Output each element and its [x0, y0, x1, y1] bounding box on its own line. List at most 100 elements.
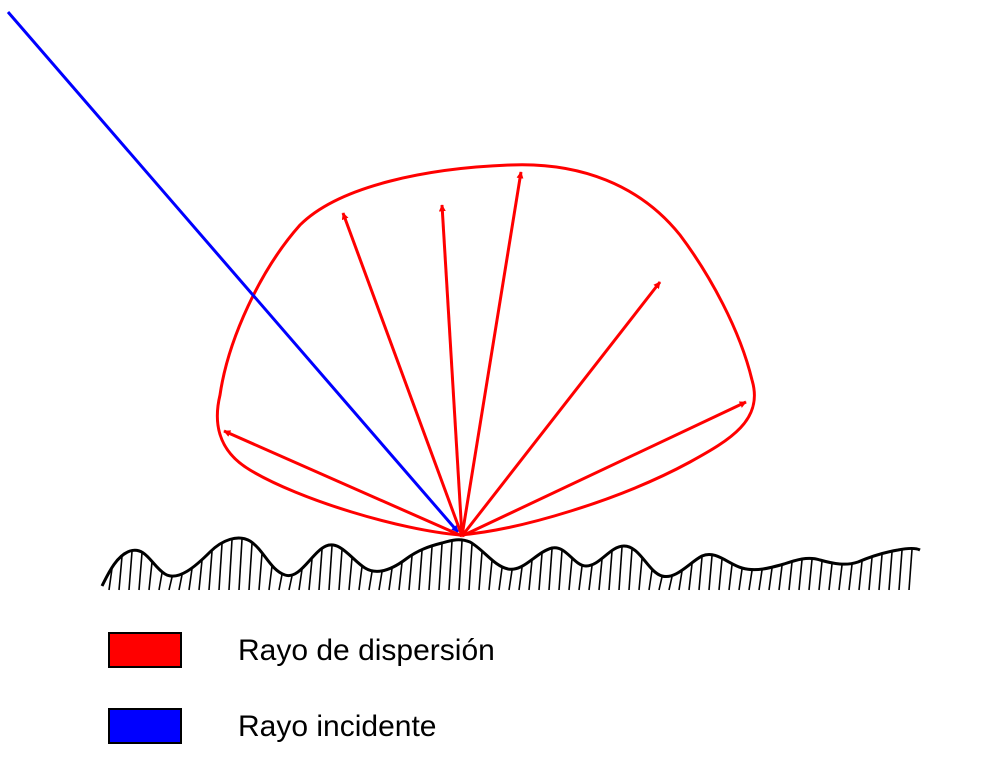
hatch-line: [778, 565, 783, 591]
hatch-line: [418, 550, 423, 591]
legend-item-scatter: Rayo de dispersión: [108, 630, 495, 670]
scattered-ray: [460, 171, 524, 537]
scattered-ray: [461, 400, 747, 538]
hatch-line: [608, 551, 613, 591]
hatch-line: [508, 570, 513, 591]
hatch-line: [168, 576, 173, 591]
hatch-line: [638, 558, 643, 591]
hatch-line: [338, 549, 343, 591]
hatch-line: [728, 564, 733, 591]
hatch-line: [868, 557, 873, 591]
incident-color-swatch: [108, 708, 182, 744]
hatch-line: [158, 573, 163, 591]
hatch-line: [348, 558, 353, 591]
hatch-line: [628, 549, 633, 591]
hatch-line: [278, 574, 283, 591]
hatch-line: [818, 561, 823, 591]
hatch-line: [148, 562, 153, 591]
legend-label-scatter: Rayo de dispersión: [238, 634, 495, 667]
hatch-line: [458, 540, 463, 591]
hatch-line: [388, 568, 393, 591]
hatch-line: [188, 568, 193, 591]
hatch-line: [468, 544, 473, 591]
hatch-line: [298, 569, 303, 591]
hatch-line: [558, 550, 563, 591]
hatch-line: [498, 567, 503, 591]
hatch-line: [568, 558, 573, 591]
hatch-line: [328, 545, 333, 591]
hatch-line: [808, 559, 813, 591]
hatch-line: [428, 546, 433, 591]
hatch-line: [518, 567, 523, 591]
hatch-line: [598, 559, 603, 591]
hatch-line: [248, 543, 253, 591]
hatch-line: [488, 560, 493, 591]
hatch-line: [358, 566, 363, 591]
hatch-line: [888, 551, 893, 591]
hatch-line: [238, 539, 243, 591]
hatch-line: [678, 571, 683, 591]
hatch-line: [668, 576, 673, 591]
hatch-line: [208, 551, 213, 591]
hatch-line: [368, 571, 373, 591]
scattered-ray: [438, 204, 464, 537]
scattered-rays: [223, 171, 747, 538]
hatch-line: [398, 562, 403, 591]
hatch-line: [798, 559, 803, 591]
hatch-line: [758, 569, 763, 591]
hatch-line: [748, 570, 753, 591]
hatch-line: [708, 555, 713, 591]
hatch-line: [688, 563, 693, 591]
incident-ray: [6, 11, 460, 533]
hatch-line: [858, 561, 863, 591]
hatch-line: [538, 553, 543, 591]
hatch-line: [618, 547, 623, 591]
hatch-line: [738, 569, 743, 591]
hatch-line: [908, 549, 913, 591]
hatch-line: [658, 576, 663, 591]
scattered-ray: [460, 281, 662, 537]
hatch-line: [698, 557, 703, 591]
hatch-line: [478, 551, 483, 591]
hatch-line: [218, 543, 223, 591]
surface-hatching: [108, 539, 913, 591]
hatch-line: [288, 575, 293, 591]
hatch-line: [828, 563, 833, 591]
hatch-line: [308, 559, 313, 591]
hatch-line: [318, 549, 323, 591]
hatch-line: [718, 559, 723, 591]
hatch-line: [788, 562, 793, 591]
hatch-line: [108, 568, 113, 591]
hatch-line: [258, 553, 263, 591]
hatch-line: [128, 551, 133, 591]
rough-surface-line: [100, 536, 921, 587]
hatch-line: [878, 554, 883, 591]
hatch-line: [118, 556, 123, 591]
hatch-line: [768, 568, 773, 591]
hatch-line: [228, 539, 233, 591]
hatch-line: [438, 544, 443, 591]
scattered-ray: [223, 429, 463, 538]
hatch-line: [448, 541, 453, 591]
scattered-ray: [341, 212, 464, 537]
hatch-line: [588, 565, 593, 591]
legend-item-incident: Rayo incidente: [108, 706, 436, 746]
hatch-line: [838, 565, 843, 591]
hatch-line: [578, 566, 583, 591]
scattering-lobe: [215, 163, 756, 537]
hatch-line: [528, 560, 533, 591]
hatch-line: [198, 560, 203, 591]
hatch-line: [268, 566, 273, 591]
scatter-color-swatch: [108, 632, 182, 668]
hatch-line: [548, 548, 553, 591]
hatch-line: [378, 571, 383, 591]
legend-label-incident: Rayo incidente: [238, 710, 437, 743]
hatch-line: [898, 550, 903, 591]
hatch-line: [138, 552, 143, 591]
hatch-line: [178, 574, 183, 591]
hatch-line: [408, 555, 413, 591]
hatch-line: [848, 564, 853, 591]
hatch-line: [648, 570, 653, 591]
